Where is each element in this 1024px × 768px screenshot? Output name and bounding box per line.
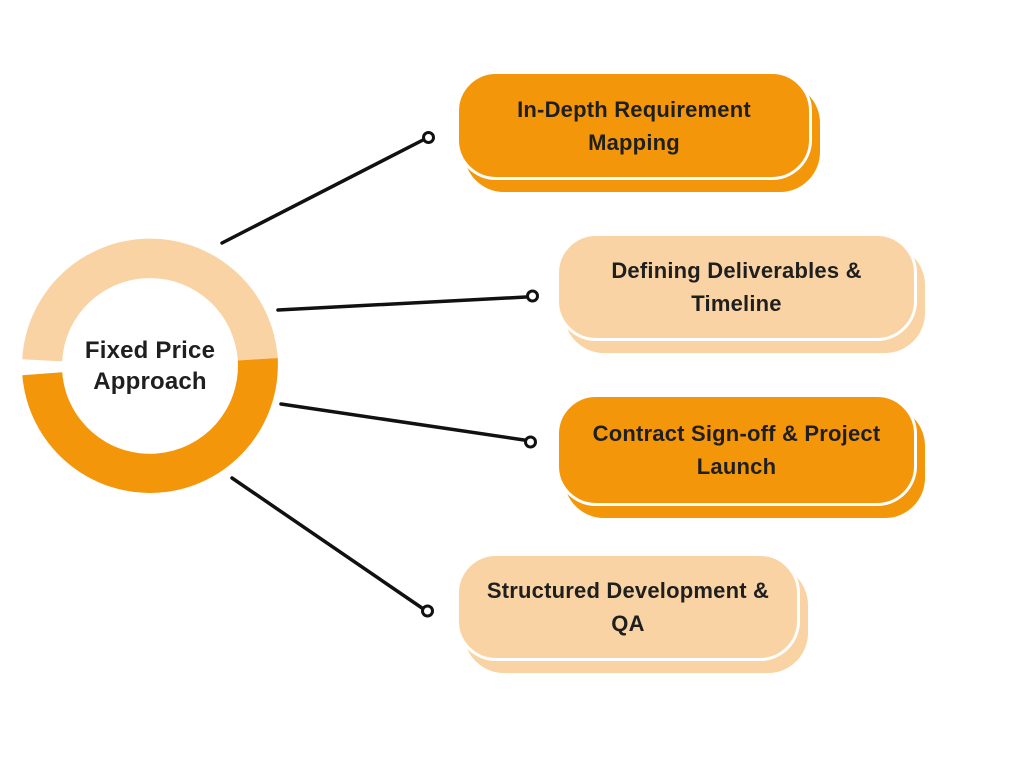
node-label: Contract Sign-off & Project Launch xyxy=(592,421,881,479)
connector-line-3 xyxy=(279,402,526,442)
donut-segment-top-icon xyxy=(22,238,278,362)
node-contract-signoff-project-launch[interactable]: Contract Sign-off & Project Launch xyxy=(556,394,917,506)
connector-lines xyxy=(220,138,528,610)
hub-title[interactable]: Fixed Price Approach xyxy=(84,337,216,395)
node-label: In-Depth Requirement Mapping xyxy=(517,96,751,155)
node-in-depth-requirement-mapping[interactable]: In-Depth Requirement Mapping xyxy=(456,71,812,180)
node-structured-development-qa[interactable]: Structured Development & QA xyxy=(456,553,800,661)
connector-endpoint-icon xyxy=(524,435,537,449)
node-defining-deliverables-timeline[interactable]: Defining Deliverables & Timeline xyxy=(556,233,917,341)
connector-endpoint-icon xyxy=(422,131,435,144)
connector-endpoints xyxy=(421,131,539,618)
connector-line-1 xyxy=(220,138,425,245)
node-label: Defining Deliverables & Timeline xyxy=(611,258,862,316)
donut-segment-bottom-icon xyxy=(22,358,278,493)
connector-line-4 xyxy=(230,476,424,610)
connector-endpoint-icon xyxy=(421,604,434,618)
connector-line-2 xyxy=(276,295,528,312)
node-label: Structured Development & QA xyxy=(486,578,770,636)
connector-endpoint-icon xyxy=(526,289,539,303)
